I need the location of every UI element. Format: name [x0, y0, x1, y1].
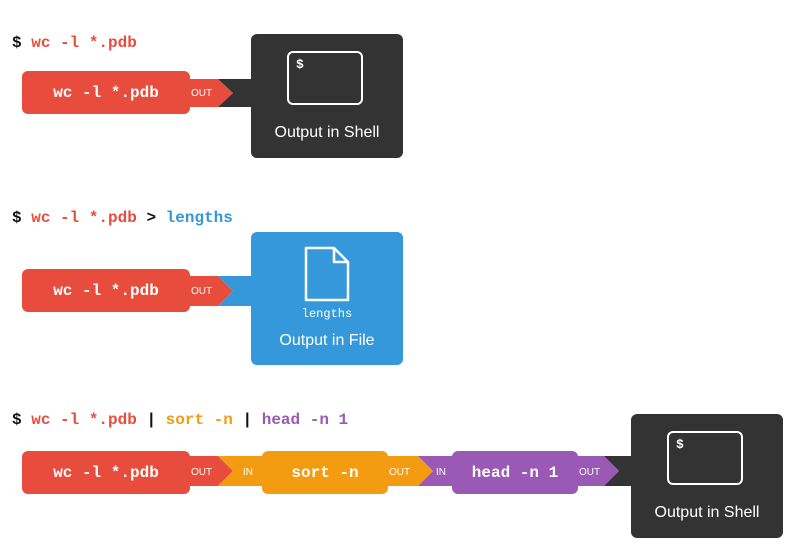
command-line-2: $ wc -l *.pdb > lengths: [12, 209, 233, 227]
panel-label: Output in File: [279, 332, 375, 349]
shell-prompt: $: [676, 437, 684, 452]
terminal-screen-icon: $: [287, 51, 363, 105]
redirect-target: lengths: [165, 209, 233, 227]
command-wc: wc -l *.pdb: [31, 209, 137, 227]
out-port-label-3c: OUT: [579, 467, 601, 478]
out-arrow-3c: [574, 456, 619, 486]
terminal-screen-icon: $: [667, 431, 743, 485]
out-port-label-2: OUT: [191, 286, 213, 297]
file-name: lengths: [301, 307, 353, 321]
process-box-sort: sort -n: [262, 451, 388, 494]
connector-tip-1: [218, 79, 253, 107]
out-port-label-3b: OUT: [389, 467, 411, 478]
out-arrow-2: [185, 276, 233, 306]
process-box-head: head -n 1: [452, 451, 578, 494]
process-label: wc -l *.pdb: [53, 83, 159, 102]
prompt-symbol: $: [12, 411, 22, 429]
in-arrow-3b: [218, 456, 265, 486]
out-arrow-1: [185, 79, 233, 107]
panel-label: Output in Shell: [654, 504, 760, 521]
shell-output-panel-3: $ Output in Shell: [631, 414, 783, 538]
out-port-label-1: OUT: [191, 88, 213, 99]
connector-tip-2: [218, 276, 253, 306]
command-wc: wc -l *.pdb: [31, 34, 137, 52]
connector-tip-3: [604, 456, 632, 486]
process-label: wc -l *.pdb: [53, 281, 159, 300]
prompt-symbol: $: [12, 209, 22, 227]
process-label: wc -l *.pdb: [53, 463, 159, 482]
command-sort: sort -n: [165, 411, 233, 429]
out-port-label-3a: OUT: [191, 467, 213, 478]
process-box-wc-2: wc -l *.pdb: [22, 269, 190, 312]
process-label: sort -n: [291, 463, 359, 482]
in-port-label-3c: IN: [436, 467, 446, 478]
pipe-operator-2: |: [242, 411, 253, 429]
shell-prompt: $: [296, 57, 304, 72]
document-icon: [304, 246, 350, 302]
command-head: head -n 1: [261, 411, 349, 429]
prompt-symbol: $: [12, 34, 22, 52]
pipe-operator-1: |: [146, 411, 157, 429]
shell-output-panel-1: $ Output in Shell: [251, 34, 403, 158]
process-box-wc-1: wc -l *.pdb: [22, 71, 190, 114]
redirect-operator: >: [146, 209, 157, 227]
file-output-panel: lengths Output in File: [251, 232, 403, 365]
in-arrow-3c: [418, 456, 455, 486]
command-line-1: $ wc -l *.pdb: [12, 34, 137, 52]
out-arrow-3a: [185, 456, 233, 486]
out-arrow-3b: [385, 456, 433, 486]
in-port-label-3b: IN: [243, 467, 253, 478]
command-line-3: $ wc -l *.pdb | sort -n | head -n 1: [12, 411, 348, 429]
panel-label: Output in Shell: [274, 124, 380, 141]
command-wc: wc -l *.pdb: [31, 411, 137, 429]
process-label: head -n 1: [471, 463, 559, 482]
process-box-wc-3: wc -l *.pdb: [22, 451, 190, 494]
